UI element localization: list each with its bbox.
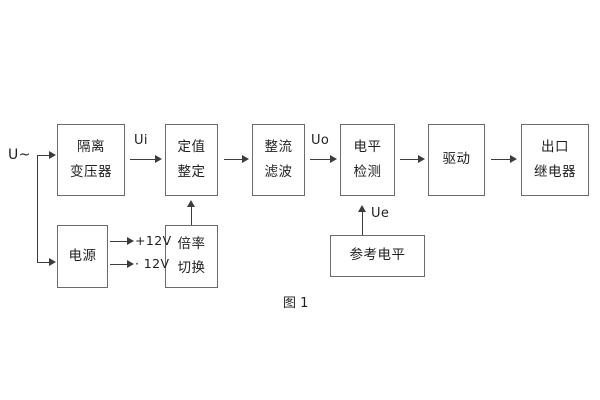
block-output-relay-line-2: 继电器 xyxy=(534,163,576,180)
pos12v-wire xyxy=(110,241,129,242)
ue-arrowhead xyxy=(358,205,366,212)
block-output-relay-line-1: 出口 xyxy=(541,139,569,155)
level-to-drive-arrowhead xyxy=(418,155,425,163)
drive-to-relay-arrowhead xyxy=(510,155,517,163)
block-rectify-filter-line-2: 滤波 xyxy=(264,163,293,180)
block-level-detect-line-2: 检测 xyxy=(353,163,382,180)
block-level-detect[interactable]: 电平 检测 xyxy=(340,124,395,196)
pos12v-arrowhead xyxy=(127,237,134,245)
block-isolation-transformer-line-1: 隔离 xyxy=(77,139,105,155)
block-drive-line-1: 驱动 xyxy=(442,151,471,168)
ue-signal-label: Ue xyxy=(371,206,390,221)
ui-arrowhead xyxy=(155,155,162,163)
input-to-power-wire xyxy=(37,262,50,263)
input-to-power-arrowhead xyxy=(49,258,56,266)
pos12v-label: +12V xyxy=(135,233,172,248)
ui-wire xyxy=(130,159,157,160)
block-output-relay[interactable]: 出口 继电器 xyxy=(521,124,589,196)
block-reference-level-line-1: 参考电平 xyxy=(349,247,406,264)
setting-to-rectify-arrowhead xyxy=(242,155,249,163)
multiplier-to-setting-wire xyxy=(191,207,192,225)
block-setting-value-line-1: 定值 xyxy=(177,139,206,155)
block-isolation-transformer[interactable]: 隔离 变压器 xyxy=(57,124,125,196)
block-rectify-filter[interactable]: 整流 滤波 xyxy=(252,124,305,196)
uo-wire xyxy=(310,159,332,160)
neg12v-arrowhead xyxy=(127,260,134,268)
level-to-drive-wire xyxy=(400,159,420,160)
block-multiplier-switch-line-1: 倍率 xyxy=(177,235,206,252)
block-multiplier-switch-line-2: 切换 xyxy=(177,260,206,276)
block-power-supply[interactable]: 电源 xyxy=(57,225,108,288)
block-rectify-filter-line-1: 整流 xyxy=(264,139,293,155)
multiplier-to-setting-arrowhead xyxy=(187,200,195,207)
setting-to-rectify-wire xyxy=(224,159,244,160)
block-isolation-transformer-line-2: 变压器 xyxy=(70,163,112,180)
ue-wire xyxy=(362,212,363,235)
ui-signal-label: Ui xyxy=(134,133,148,148)
uo-arrowhead xyxy=(330,155,337,163)
neg12v-label: · 12V xyxy=(135,256,170,271)
figure-caption: 图 1 xyxy=(283,296,309,311)
block-level-detect-line-1: 电平 xyxy=(353,139,382,155)
input-signal-label: U~ xyxy=(8,147,31,163)
input-to-isolation-arrowhead xyxy=(49,151,56,159)
block-reference-level[interactable]: 参考电平 xyxy=(330,235,425,277)
uo-signal-label: Uo xyxy=(311,133,330,148)
block-setting-value-line-2: 整定 xyxy=(177,163,206,180)
block-power-supply-line-1: 电源 xyxy=(68,247,97,264)
drive-to-relay-wire xyxy=(491,159,512,160)
block-multiplier-switch[interactable]: 倍率 切换 xyxy=(165,225,218,288)
neg12v-wire xyxy=(110,264,129,265)
input-branch-vertical-wire xyxy=(37,155,38,262)
input-to-isolation-wire xyxy=(37,155,50,156)
block-drive[interactable]: 驱动 xyxy=(428,124,485,196)
block-setting-value[interactable]: 定值 整定 xyxy=(165,124,218,196)
